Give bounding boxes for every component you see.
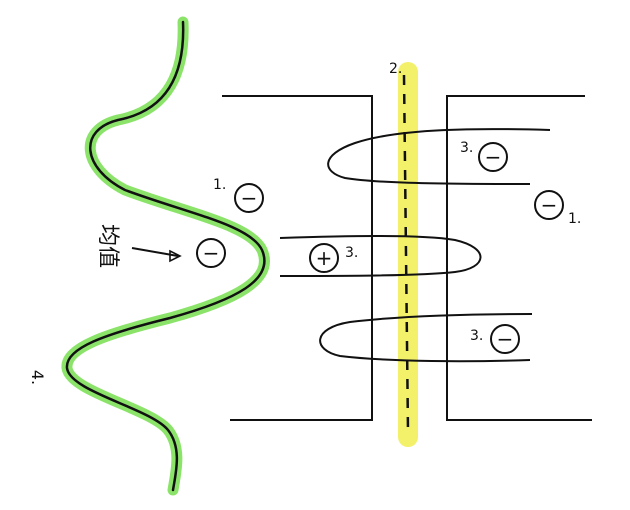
label-bottom-loop: 3. xyxy=(470,328,484,344)
charge-symbol-middle-loop: + xyxy=(315,246,333,270)
middle-loop xyxy=(279,235,482,277)
bottom-loop xyxy=(319,313,533,363)
curve-line xyxy=(65,20,266,492)
charge-circle-top-loop xyxy=(478,142,508,172)
charge-circle-right xyxy=(534,190,564,220)
charge-circle-curve xyxy=(196,238,226,268)
membrane-highlight xyxy=(398,62,418,447)
charge-circle-bottom-loop xyxy=(490,324,520,354)
charge-symbol-curve: − xyxy=(202,241,220,265)
membrane-dashed-line xyxy=(402,74,410,433)
curve-text: 均值 xyxy=(95,223,121,269)
label-left-charge: 1. xyxy=(213,177,227,193)
left-compartment xyxy=(222,95,373,421)
charge-symbol-top-loop: − xyxy=(484,145,502,169)
label-middle-loop: 3. xyxy=(345,245,359,261)
label-membrane: 2. xyxy=(389,61,403,77)
charge-circle-upper-left xyxy=(234,183,264,213)
label-curve: 4. xyxy=(28,369,48,386)
arrow-icon xyxy=(131,247,182,263)
label-right-charge: 1. xyxy=(568,211,582,227)
top-loop xyxy=(327,128,551,185)
right-compartment xyxy=(446,95,592,421)
charge-symbol-upper-left: − xyxy=(240,186,258,210)
charge-symbol-right: − xyxy=(540,193,558,217)
label-top-loop: 3. xyxy=(460,140,474,156)
charge-symbol-bottom-loop: − xyxy=(496,327,514,351)
charge-circle-middle-loop xyxy=(309,243,339,273)
